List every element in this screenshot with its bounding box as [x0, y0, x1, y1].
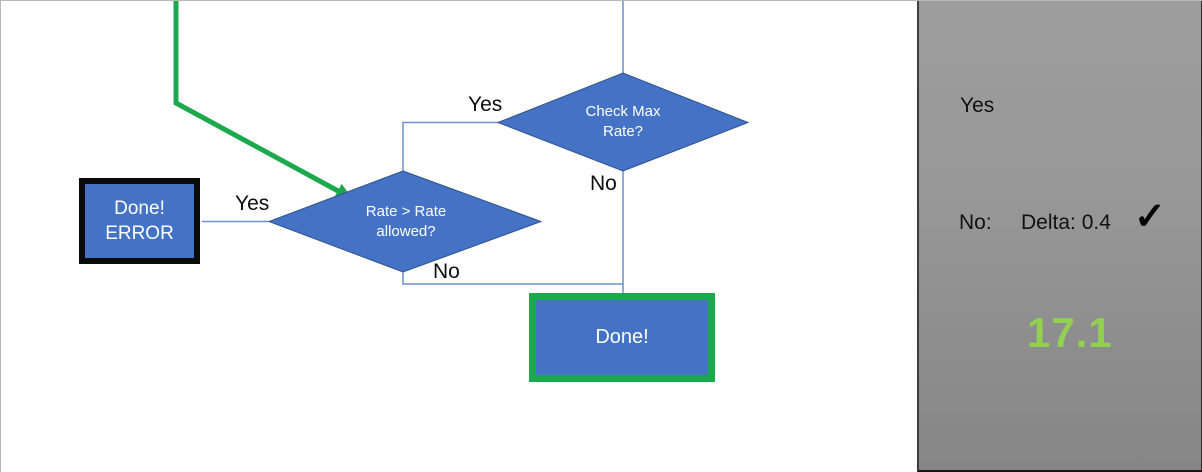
done-error-line1: Done! — [114, 198, 165, 219]
green-flow-arrow — [173, 1, 353, 201]
done-box-label: Done! — [595, 326, 649, 348]
panel-delta-value: Delta: 0.4 — [1021, 211, 1111, 234]
done-error-line2: ERROR — [105, 223, 174, 244]
rate-allowed-yes-label: Yes — [235, 192, 270, 215]
connector-check-max-yes — [402, 121, 499, 171]
check-max-yes-label: Yes — [468, 93, 503, 116]
done-error-box[interactable]: Done! ERROR — [79, 178, 200, 264]
side-panel: Yes No: Delta: 0.4 ✓ 17.1 — [917, 1, 1202, 472]
rate-allowed-no-label: No — [433, 260, 460, 283]
done-box[interactable]: Done! — [529, 293, 715, 382]
panel-result-value: 17.1 — [1027, 309, 1113, 356]
connector-rate-no-to-done — [402, 272, 623, 285]
rate-allowed-diamond[interactable] — [267, 170, 543, 273]
check-max-no-label: No — [590, 172, 617, 195]
check-max-rate-diamond[interactable] — [496, 72, 750, 172]
panel-no-label: No: — [959, 211, 992, 234]
checkmark-icon: ✓ — [1134, 196, 1166, 238]
rate-allowed-label: Rate > Rate allowed? — [365, 203, 447, 240]
check-max-rate-label: Check Max Rate? — [585, 103, 661, 140]
panel-yes-label: Yes — [960, 94, 995, 117]
